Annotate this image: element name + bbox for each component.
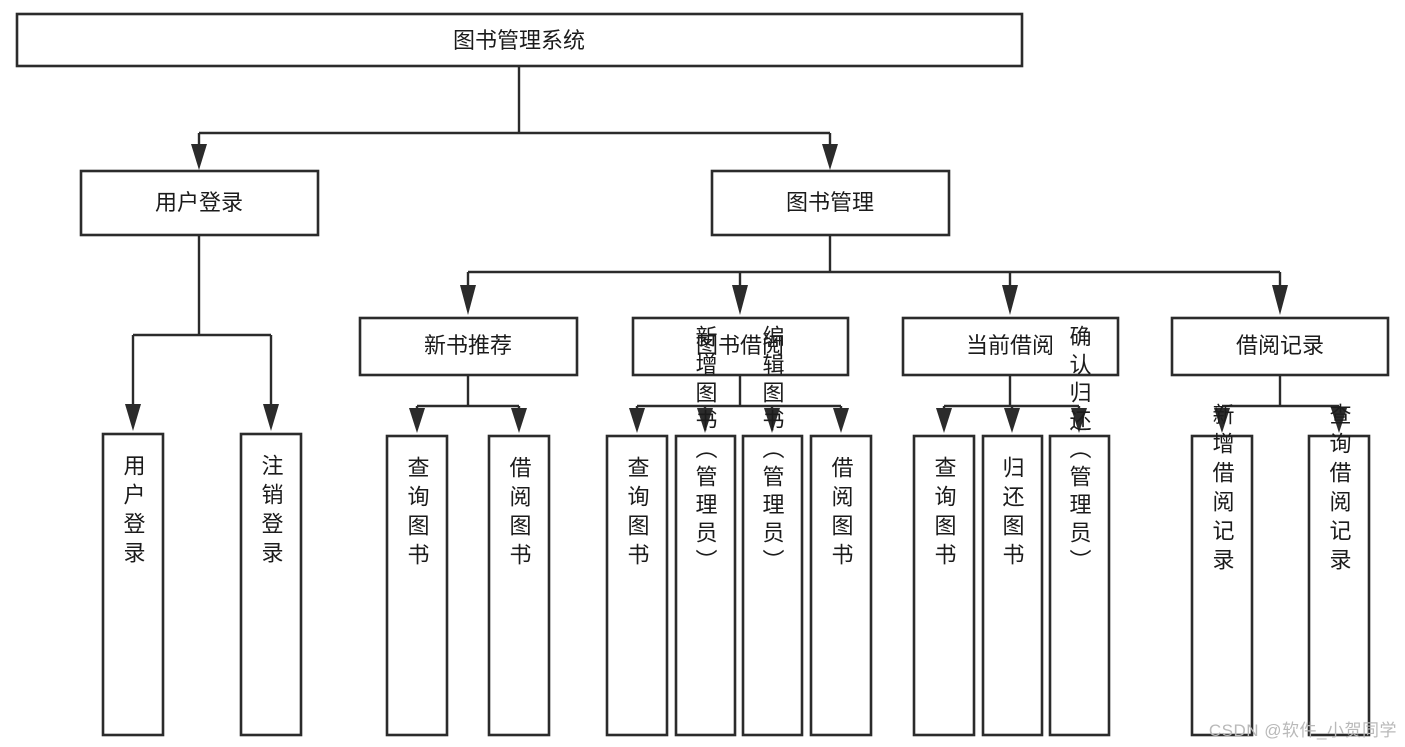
node-book-management[interactable]: 图书管理: [710, 169, 951, 237]
node-box: [1190, 434, 1254, 737]
node-root-label: 图书管理系统: [453, 28, 585, 53]
node-leaf-add-borrow-record[interactable]: 新增借阅记录: [1190, 403, 1254, 737]
node-book-borrow-label: 图书借阅: [696, 333, 784, 358]
arrow-head-icon: [697, 408, 713, 433]
node-box: [79, 169, 320, 237]
node-box: [710, 169, 951, 237]
node-leaf-borrow-book-borrow-label: 借阅图书: [829, 456, 854, 572]
node-leaf-edit-book-admin[interactable]: 编辑图书（管理员）: [741, 325, 804, 737]
node-borrow-record-label: 借阅记录: [1236, 333, 1324, 358]
connector-newbook-to-leaves: [409, 375, 527, 433]
node-leaf-confirm-return-admin[interactable]: 确认归还（管理员）: [1048, 325, 1111, 737]
node-leaf-borrow-book-borrow[interactable]: 借阅图书: [809, 434, 873, 737]
node-box: [741, 434, 804, 737]
node-leaf-query-book-newbook-label: 查询图书: [405, 456, 430, 572]
arrow-head-icon: [629, 408, 645, 433]
node-leaf-query-book-newbook[interactable]: 查询图书: [385, 434, 449, 737]
node-leaf-query-book-current-label: 查询图书: [932, 456, 957, 572]
node-box: [15, 12, 1024, 68]
connector-root-to-level1: [191, 66, 838, 170]
connector-userlogin-to-leaves: [125, 235, 279, 431]
node-user-login-label: 用户登录: [155, 190, 243, 215]
connector-bookborrow-to-leaves: [629, 375, 849, 433]
node-box: [631, 316, 850, 377]
node-leaf-query-book-current[interactable]: 查询图书: [912, 434, 976, 737]
arrow-head-icon: [409, 408, 425, 433]
arrow-head-icon: [822, 144, 838, 170]
arrow-head-icon: [1331, 408, 1347, 433]
node-box: [912, 434, 976, 737]
node-box: [487, 434, 551, 737]
node-box: [674, 434, 737, 737]
node-box: [981, 434, 1044, 737]
node-box: [809, 434, 873, 737]
arrow-head-icon: [263, 404, 279, 431]
node-new-book-recommend-label: 新书推荐: [424, 333, 512, 358]
node-leaf-add-borrow-record-label: 新增借阅记录: [1210, 403, 1235, 577]
node-leaf-return-book[interactable]: 归还图书: [981, 434, 1044, 737]
node-leaf-query-book-borrow-label: 查询图书: [625, 456, 650, 572]
node-current-borrow[interactable]: 当前借阅: [901, 316, 1120, 377]
arrow-head-icon: [1004, 408, 1020, 433]
arrow-head-icon: [191, 144, 207, 170]
node-leaf-logout[interactable]: 注销登录: [239, 432, 303, 737]
node-leaf-edit-book-admin-label: 编辑图书（管理员）: [760, 325, 785, 577]
node-box: [358, 316, 579, 377]
node-leaf-query-borrow-record-label: 查询借阅记录: [1327, 403, 1352, 577]
node-leaf-borrow-book-newbook-label: 借阅图书: [507, 456, 532, 572]
node-book-management-label: 图书管理: [786, 190, 874, 215]
node-box: [385, 434, 449, 737]
connector-borrowrecord-to-leaves: [1214, 375, 1347, 433]
node-box: [605, 434, 669, 737]
node-box: [1048, 434, 1111, 737]
node-box: [1170, 316, 1390, 377]
connector-bookmgmt-to-level2: [460, 235, 1288, 315]
node-box: [1307, 434, 1371, 737]
arrow-head-icon: [1272, 285, 1288, 315]
arrow-head-icon: [764, 408, 780, 433]
arrow-head-icon: [1071, 408, 1087, 433]
arrow-head-icon: [732, 285, 748, 315]
node-book-borrow[interactable]: 图书借阅: [631, 316, 850, 377]
node-borrow-record[interactable]: 借阅记录: [1170, 316, 1390, 377]
node-leaf-return-book-label: 归还图书: [1000, 456, 1025, 572]
arrow-head-icon: [460, 285, 476, 315]
arrow-head-icon: [936, 408, 952, 433]
connector-currentborrow-to-leaves: [936, 375, 1087, 433]
arrow-head-icon: [511, 408, 527, 433]
arrow-head-icon: [833, 408, 849, 433]
node-leaf-user-login[interactable]: 用户登录: [101, 432, 165, 737]
node-new-book-recommend[interactable]: 新书推荐: [358, 316, 579, 377]
node-user-login[interactable]: 用户登录: [79, 169, 320, 237]
node-leaf-query-book-borrow[interactable]: 查询图书: [605, 434, 669, 737]
node-leaf-confirm-return-admin-label: 确认归还（管理员）: [1067, 325, 1092, 577]
node-box: [239, 432, 303, 737]
node-leaf-add-book-admin[interactable]: 新增图书（管理员）: [674, 325, 737, 737]
arrow-head-icon: [125, 404, 141, 431]
watermark-text: CSDN @软件_小贺同学: [1208, 721, 1397, 740]
arrow-head-icon: [1214, 408, 1230, 433]
node-leaf-user-login-label: 用户登录: [121, 454, 146, 570]
node-current-borrow-label: 当前借阅: [966, 333, 1054, 358]
node-box: [901, 316, 1120, 377]
arrow-head-icon: [1002, 285, 1018, 315]
node-leaf-query-borrow-record[interactable]: 查询借阅记录: [1307, 403, 1371, 737]
node-leaf-add-book-admin-label: 新增图书（管理员）: [693, 325, 718, 577]
node-box: [101, 432, 165, 737]
node-root[interactable]: 图书管理系统: [15, 12, 1024, 68]
node-leaf-borrow-book-newbook[interactable]: 借阅图书: [487, 434, 551, 737]
node-leaf-logout-label: 注销登录: [259, 454, 284, 570]
